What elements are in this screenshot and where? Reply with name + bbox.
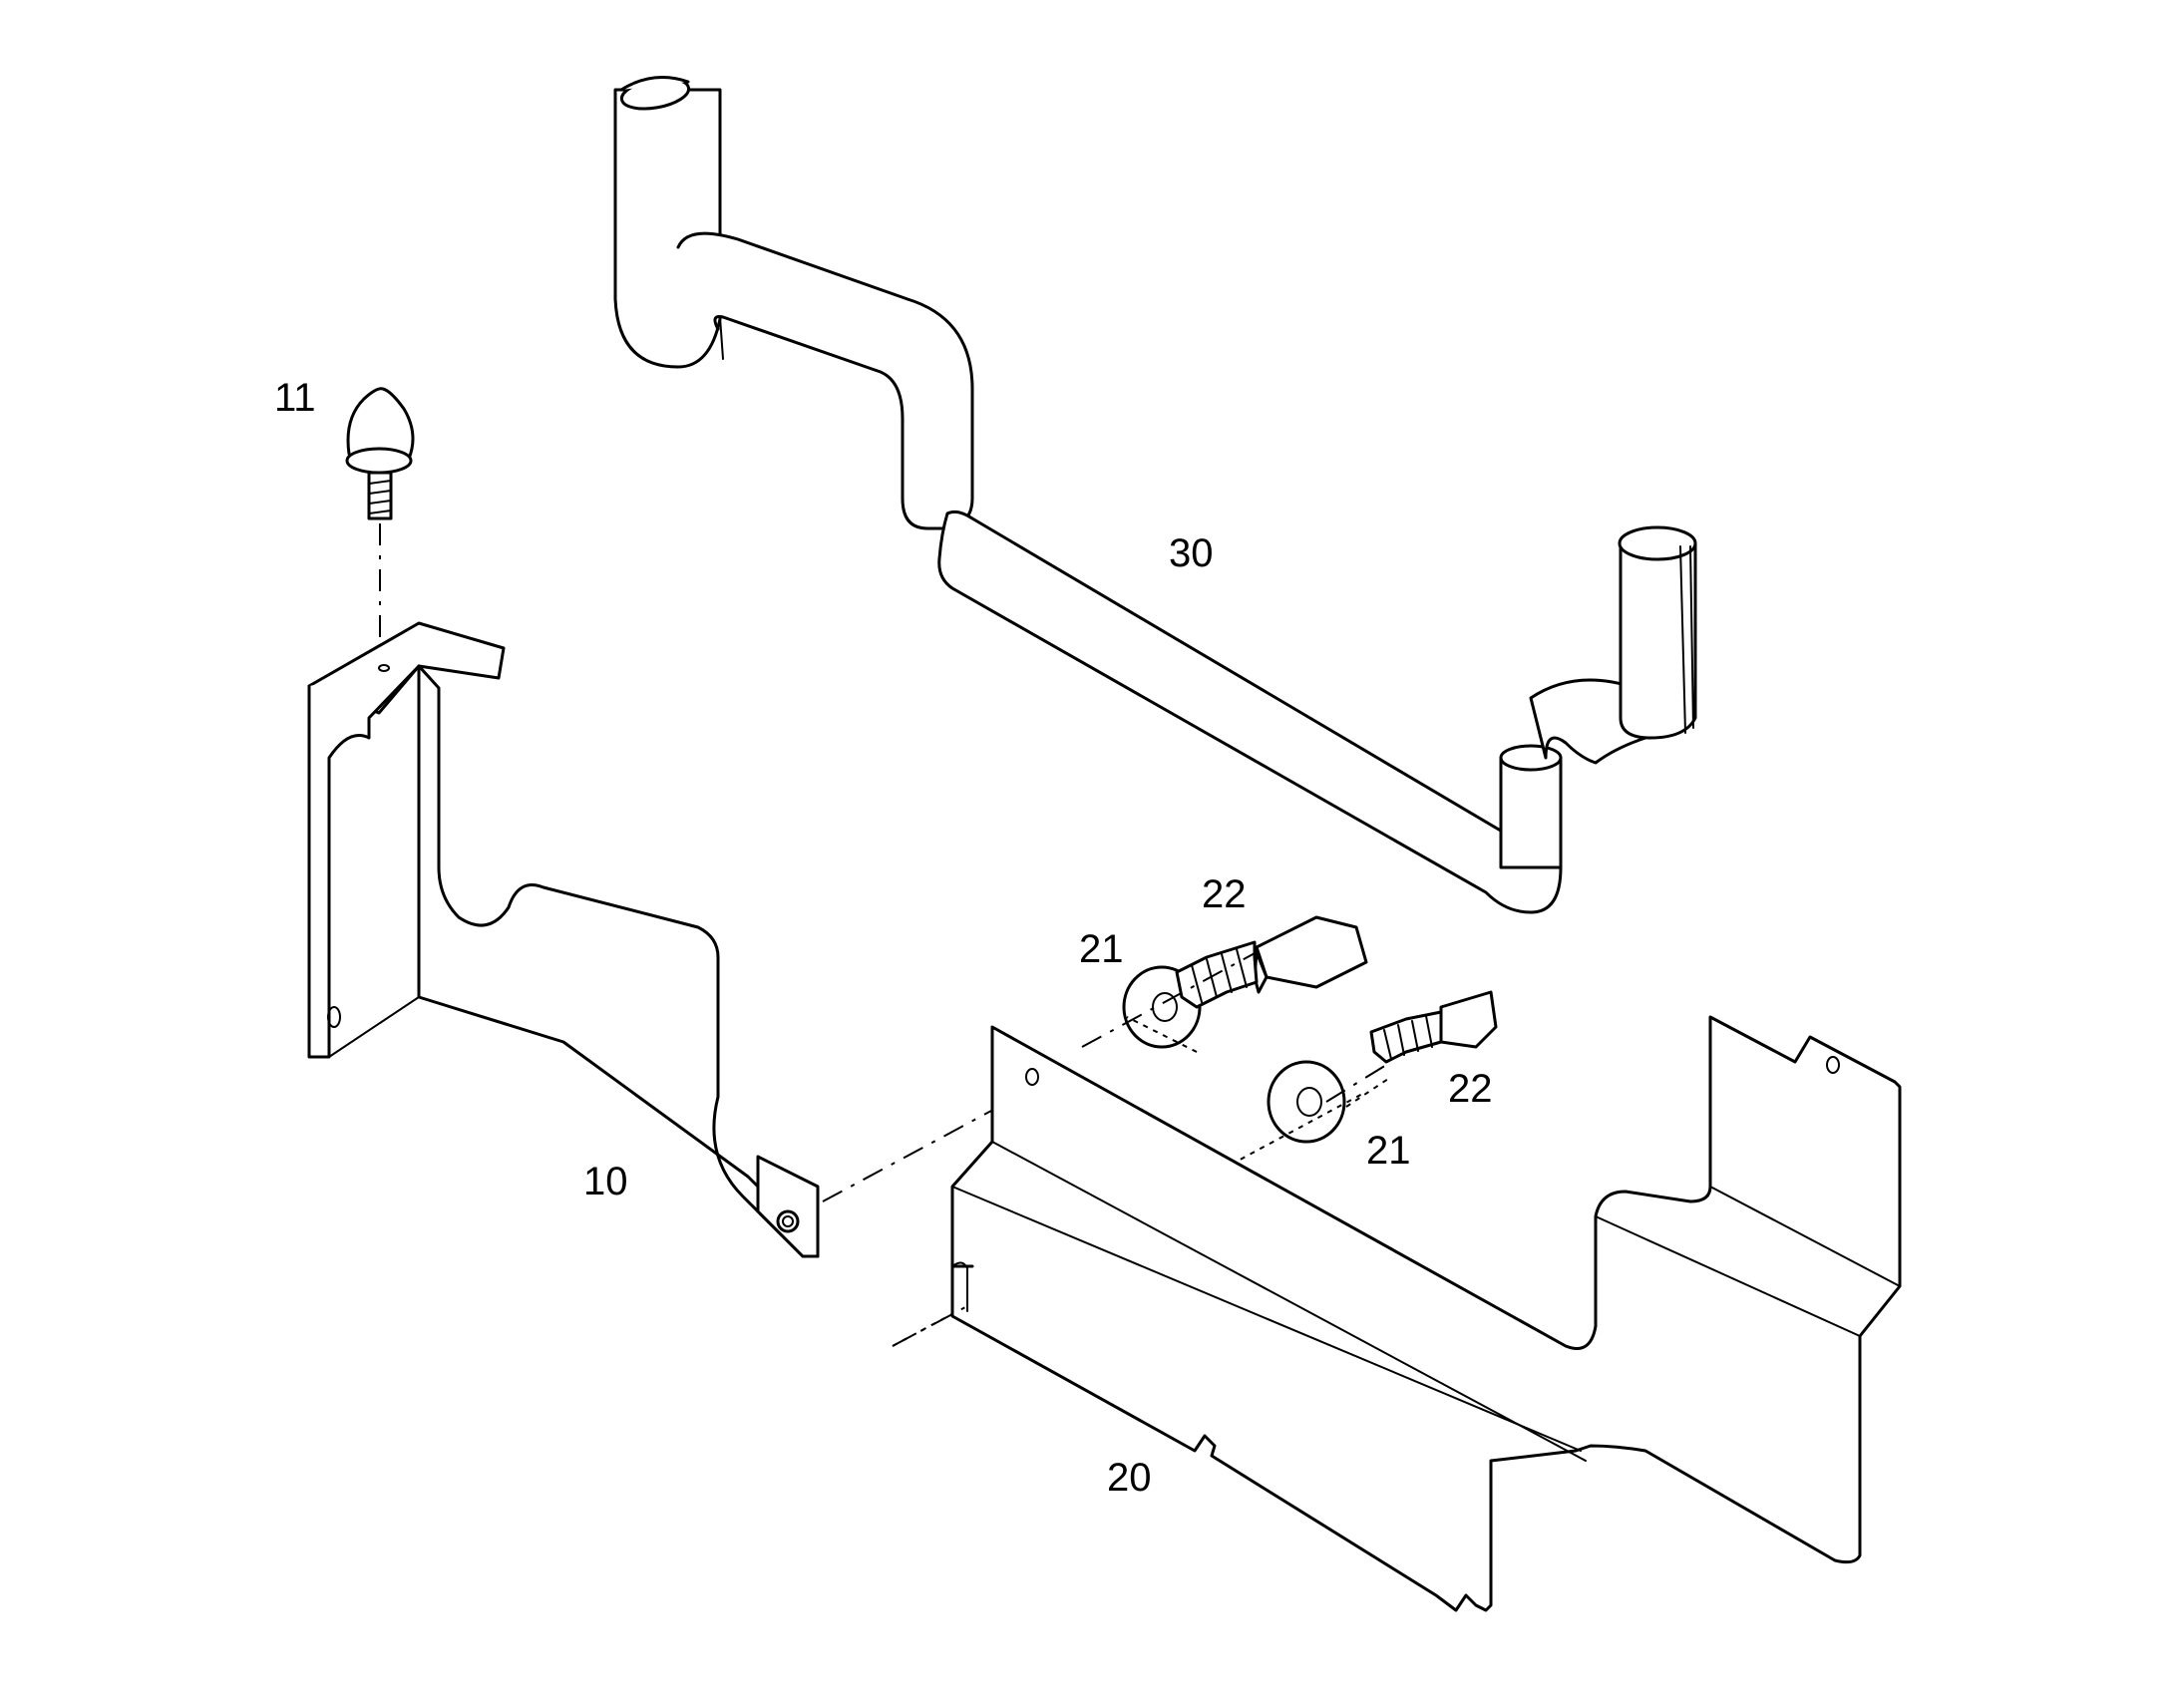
callout-22-lower: 22 bbox=[1448, 1067, 1493, 1111]
part-21-washer-lower bbox=[1267, 1060, 1346, 1144]
part-20-cover-plate bbox=[950, 1015, 1902, 1612]
callout-11: 11 bbox=[274, 376, 316, 420]
part-11-bumper bbox=[345, 387, 415, 663]
callout-30: 30 bbox=[1169, 531, 1214, 575]
callout-21-upper: 21 bbox=[1079, 927, 1124, 971]
callout-21-lower: 21 bbox=[1366, 1129, 1411, 1173]
callout-22-upper: 22 bbox=[1202, 872, 1247, 916]
part-22-bolt-lower bbox=[1369, 990, 1498, 1064]
callout-20: 20 bbox=[1107, 1456, 1152, 1500]
callout-10: 10 bbox=[583, 1160, 628, 1203]
part-22-bolt-upper bbox=[1175, 915, 1368, 1009]
part-10-side-bracket bbox=[307, 621, 1018, 1258]
part-30-tube-frame bbox=[613, 76, 1697, 914]
